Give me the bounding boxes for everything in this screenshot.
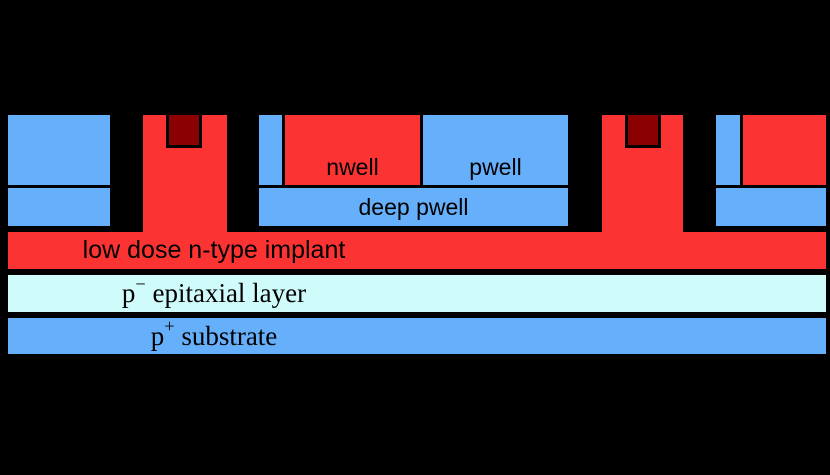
deep-pwell-label: deep pwell [358, 193, 469, 220]
collection-contact-right [625, 112, 661, 148]
substrate-label-superscript: + [164, 316, 175, 337]
epitaxial-label-base: p [121, 278, 136, 308]
substrate-layer: p+ substrate [5, 315, 829, 357]
low-dose-n-implant-layer: low dose n-type implant [5, 229, 829, 272]
implant-label: low dose n-type implant [82, 236, 346, 264]
epitaxial-layer: p−epitaxial layer [5, 272, 829, 315]
epitaxial-label: p−epitaxial layer [121, 275, 307, 309]
deep-pwell-block-left [5, 185, 113, 229]
deep-pwell-block-right [713, 185, 829, 229]
substrate-label-rest: substrate [181, 320, 278, 351]
collection-contact-left [166, 112, 202, 148]
deep-pwell-block: deep pwell [256, 185, 571, 229]
implant-label-holder: low dose n-type implant [8, 232, 420, 269]
pwell-block: pwell [420, 112, 571, 188]
epitaxial-label-holder: p−epitaxial layer [8, 275, 420, 312]
nwell-label: nwell [326, 154, 379, 180]
substrate-label-base: p [150, 320, 165, 351]
pwell-sliver-right [713, 112, 743, 188]
nwell-block-right [740, 112, 829, 188]
pwell-label: pwell [469, 154, 522, 180]
substrate-label: p+ substrate [150, 317, 278, 352]
epitaxial-label-rest: epitaxial layer [152, 278, 307, 308]
pwell-sliver-center [256, 112, 285, 188]
substrate-label-holder: p+ substrate [8, 317, 420, 354]
epitaxial-label-superscript: − [135, 273, 146, 294]
pwell-block-left [5, 112, 113, 188]
nwell-block: nwell [282, 112, 423, 188]
